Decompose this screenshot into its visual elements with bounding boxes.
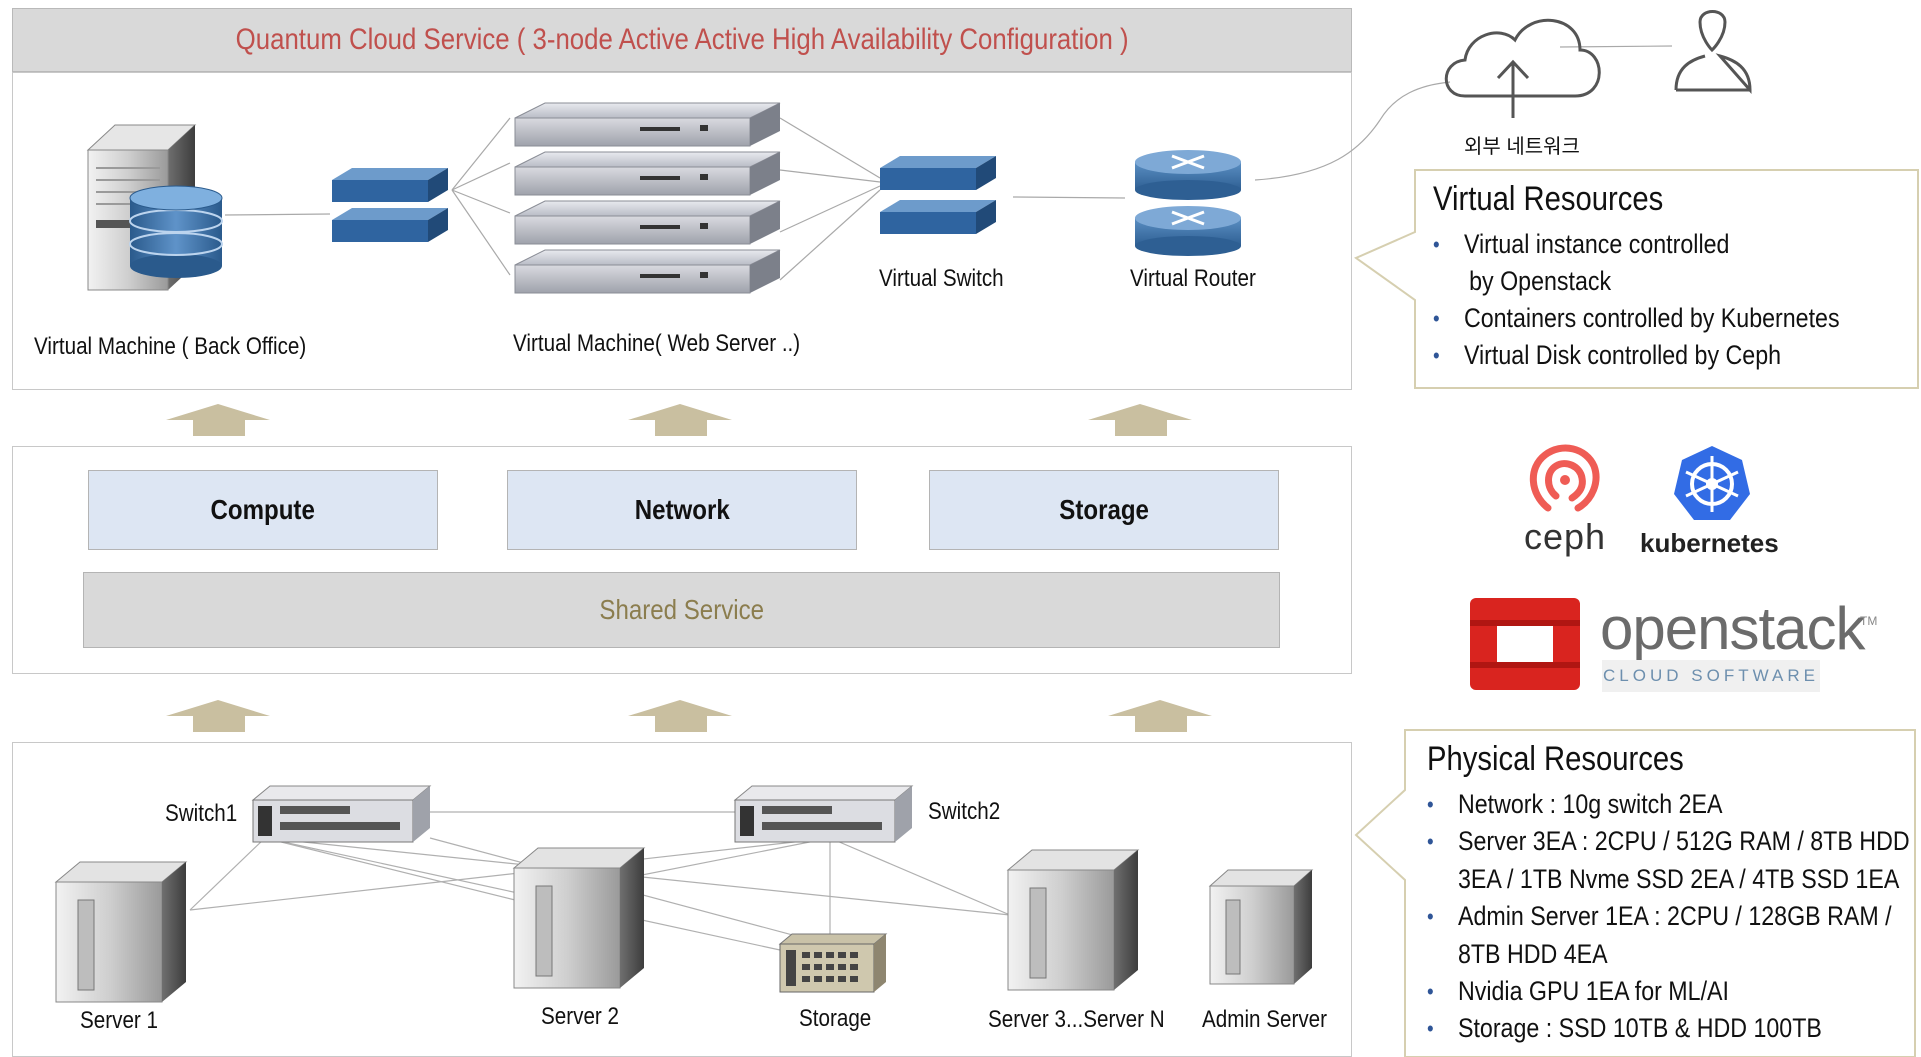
physical-resources-item-cont: 8TB HDD 4EA bbox=[1457, 939, 1608, 969]
physical-resources-title: Physical Resources bbox=[1427, 740, 1684, 778]
switch2-label: Switch2 bbox=[928, 798, 1001, 825]
physical-resources-item-cont: 3EA / 1TB Nvme SSD 2EA / 4TB SSD 1EA bbox=[1457, 864, 1900, 894]
user-icon bbox=[1674, 10, 1752, 94]
database-icon bbox=[129, 185, 223, 278]
virtual-resources-item: Virtual Disk controlled by Ceph bbox=[1433, 337, 1840, 374]
server1-label: Server 1 bbox=[80, 1007, 159, 1034]
server2-label: Server 2 bbox=[541, 1003, 620, 1030]
virtual-resources-title: Virtual Resources bbox=[1433, 180, 1664, 218]
shared-service-box: Shared Service bbox=[83, 572, 1280, 648]
compute-label: Compute bbox=[210, 494, 316, 525]
storage-device-label: Storage bbox=[799, 1005, 872, 1032]
virtual-router-icon bbox=[1135, 150, 1241, 256]
storage-device-icon bbox=[778, 933, 888, 993]
switch-stack-left-icon bbox=[332, 168, 448, 242]
vm-back-office-label: Virtual Machine ( Back Office) bbox=[34, 333, 307, 360]
switch2-icon bbox=[733, 785, 914, 843]
openstack-logo-mark bbox=[1470, 598, 1580, 690]
virtual-router-label: Virtual Router bbox=[1130, 265, 1256, 292]
openstack-tm: TM bbox=[1860, 614, 1878, 628]
virtual-resources-item: Containers controlled by Kubernetes bbox=[1433, 300, 1840, 337]
server3-icon bbox=[1006, 849, 1140, 991]
switch1-label: Switch1 bbox=[165, 800, 238, 827]
compute-box: Compute bbox=[88, 470, 438, 550]
kubernetes-logo bbox=[1674, 446, 1750, 520]
server1-icon bbox=[54, 861, 188, 1003]
storage-label: Storage bbox=[1059, 494, 1149, 525]
virtual-resources-list: Virtual instance controlled by Openstack… bbox=[1433, 226, 1840, 374]
switch1-icon bbox=[251, 785, 432, 843]
ceph-logo-text: ceph bbox=[1524, 516, 1607, 557]
top-connectors bbox=[224, 45, 1673, 281]
physical-resources-item: Server 3EA : 2CPU / 512G RAM / 8TB HDD bbox=[1427, 823, 1910, 860]
physical-resources-list: Network : 10g switch 2EA Server 3EA : 2C… bbox=[1427, 786, 1910, 1047]
storage-box: Storage bbox=[929, 470, 1279, 550]
kubernetes-logo-text: kubernetes bbox=[1640, 528, 1779, 558]
server3-label: Server 3...Server N bbox=[988, 1006, 1165, 1033]
physical-resources-item: Storage : SSD 10TB & HDD 100TB bbox=[1427, 1010, 1910, 1047]
openstack-subtitle-box: CLOUD SOFTWARE bbox=[1602, 660, 1820, 692]
server2-icon bbox=[512, 847, 646, 989]
web-server-rack-icon bbox=[514, 102, 781, 294]
openstack-subtitle: CLOUD SOFTWARE bbox=[1603, 666, 1819, 685]
external-network-label: 외부 네트워크 bbox=[1464, 136, 1580, 158]
title-bar: Quantum Cloud Service ( 3-node Active Ac… bbox=[12, 8, 1352, 72]
cloud-upload-icon bbox=[1444, 18, 1601, 118]
admin-server-label: Admin Server bbox=[1202, 1006, 1328, 1033]
virtual-resources-item: Virtual instance controlled bbox=[1433, 226, 1840, 263]
virtual-switch-label: Virtual Switch bbox=[879, 265, 1004, 292]
virtual-resources-item-cont: by Openstack bbox=[1469, 266, 1612, 296]
vm-web-server-label: Virtual Machine( Web Server ..) bbox=[513, 330, 801, 357]
physical-resources-item: Admin Server 1EA : 2CPU / 128GB RAM / bbox=[1427, 898, 1910, 935]
virtual-switch-icon bbox=[880, 156, 996, 234]
physical-resources-item: Network : 10g switch 2EA bbox=[1427, 786, 1910, 823]
page-title: Quantum Cloud Service ( 3-node Active Ac… bbox=[235, 23, 1129, 56]
openstack-logo-text: openstack bbox=[1600, 595, 1866, 662]
network-label: Network bbox=[634, 494, 730, 525]
admin-server-icon bbox=[1208, 869, 1314, 985]
physical-resources-item: Nvidia GPU 1EA for ML/AI bbox=[1427, 973, 1910, 1010]
network-box: Network bbox=[507, 470, 857, 550]
bottom-connectors bbox=[189, 811, 1011, 951]
up-arrows bbox=[166, 404, 1212, 732]
shared-service-label: Shared Service bbox=[599, 594, 764, 625]
ceph-logo bbox=[1529, 444, 1600, 512]
